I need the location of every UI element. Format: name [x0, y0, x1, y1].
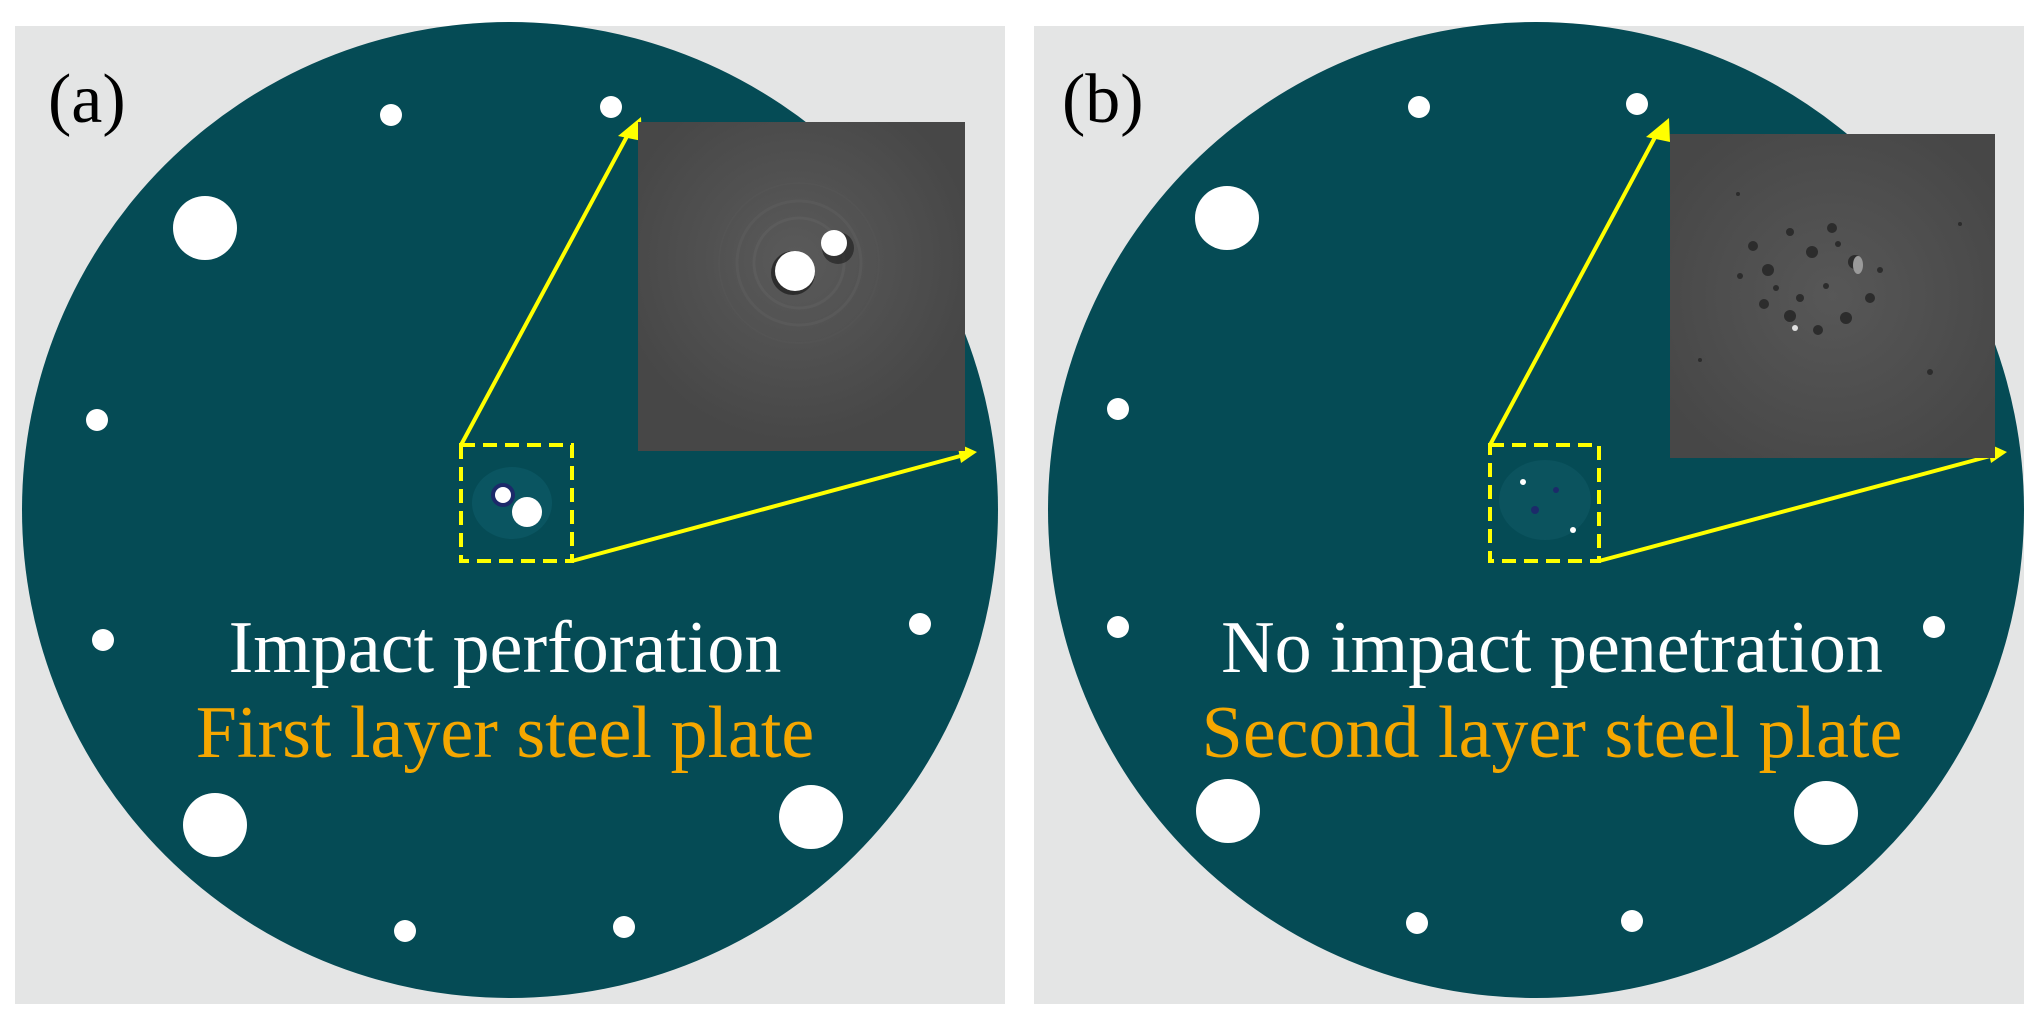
bolt-hole — [600, 96, 622, 118]
panel-a: (a) Impact perforation First layer steel… — [15, 22, 1005, 1004]
bolt-hole — [1626, 93, 1648, 115]
bolt-hole — [183, 793, 247, 857]
callout-line — [1488, 127, 1662, 446]
panel-a-caption-line2: First layer steel plate — [196, 692, 815, 774]
zoom-box — [459, 443, 574, 563]
bolt-hole — [1196, 779, 1260, 843]
bolt-hole — [1794, 781, 1858, 845]
perforation-hole — [821, 230, 847, 256]
inset-image — [1670, 134, 1995, 458]
zoom-box — [1488, 443, 1601, 563]
bolt-hole — [1195, 186, 1259, 250]
panel-a-inset — [638, 122, 965, 451]
panel-a-impact-site — [472, 467, 552, 539]
panel-a-callout — [459, 117, 977, 563]
callout-line — [571, 453, 965, 563]
panel-b-caption-line2: Second layer steel plate — [1202, 692, 1903, 774]
panel-b: (b) No impact penetration Second layer s… — [1034, 22, 2024, 1004]
perforation-hole — [775, 251, 815, 291]
panel-b-caption-line1: No impact penetration — [1221, 607, 1883, 689]
arrowhead — [618, 117, 642, 141]
panel-b-label: (b) — [1062, 61, 1144, 138]
bolt-hole — [173, 196, 237, 260]
bolt-hole — [1923, 616, 1945, 638]
bolt-hole — [86, 409, 108, 431]
bolt-hole — [92, 629, 114, 651]
bolt-hole — [380, 104, 402, 126]
panel-a-bolt-holes — [86, 96, 931, 942]
panel-b-bolt-holes — [1107, 93, 1945, 934]
bolt-hole — [1406, 912, 1428, 934]
bolt-hole — [1621, 910, 1643, 932]
bolt-hole — [1107, 616, 1129, 638]
bolt-hole — [394, 920, 416, 942]
panel-a-caption-line1: Impact perforation — [229, 607, 782, 689]
callout-line — [1598, 453, 1995, 563]
bolt-hole — [613, 916, 635, 938]
bolt-hole — [909, 613, 931, 635]
bolt-hole — [779, 785, 843, 849]
panel-a-label: (a) — [48, 61, 126, 138]
bolt-hole — [1107, 398, 1129, 420]
arrowhead — [1646, 118, 1670, 142]
bolt-hole — [1408, 96, 1430, 118]
panel-b-inset — [1670, 134, 1995, 458]
panel-b-impact-site — [1499, 460, 1591, 540]
callout-line — [459, 126, 634, 446]
